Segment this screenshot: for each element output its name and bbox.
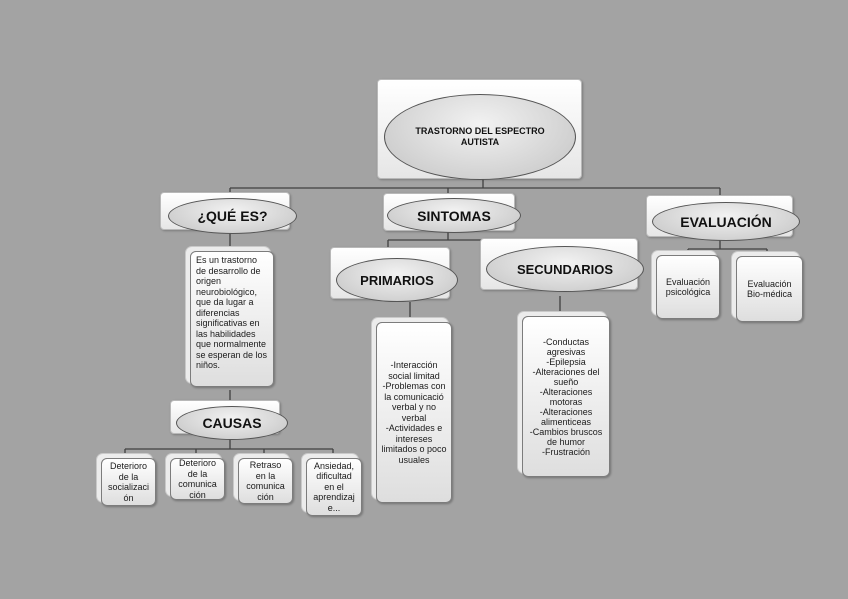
secundarios-heading: SECUNDARIOS — [516, 261, 614, 277]
causa-item-4: Ansiedad, dificultad en el aprendizaj e.… — [306, 458, 362, 516]
primario-item: -Interacción social limitad — [388, 360, 440, 381]
evaluacion-oval: EVALUACIÓN — [652, 202, 800, 241]
primario-item: -Problemas con la comunicació verbal y n… — [382, 381, 446, 423]
primarios-oval: PRIMARIOS — [336, 258, 458, 302]
sintomas-heading: SINTOMAS — [417, 207, 491, 224]
evaluacion-item-1: Evaluación psicológica — [656, 255, 720, 319]
evaluacion-heading: EVALUACIÓN — [680, 213, 772, 230]
que-es-definition: Es un trastorno de desarrollo de origen … — [190, 251, 274, 387]
que-es-oval: ¿QUÉ ES? — [168, 198, 297, 234]
causa-item-2: Deterioro de la comunica ción — [170, 458, 225, 500]
secundario-item: -Conductas agresivas — [542, 336, 590, 357]
sintomas-oval: SINTOMAS — [387, 198, 521, 233]
root-oval: TRASTORNO DEL ESPECTRO AUTISTA — [384, 94, 576, 180]
primario-item: -Actividades e intereses limitados o poc… — [381, 423, 447, 465]
root-title: TRASTORNO DEL ESPECTRO AUTISTA — [415, 126, 545, 147]
secundarios-items: -Conductas agresivas -Epilepsia -Alterac… — [526, 337, 606, 457]
secundario-item: -Epilepsia — [546, 356, 586, 367]
causa-item-1: Deterioro de la socializaci ón — [101, 458, 156, 506]
que-es-heading: ¿QUÉ ES? — [197, 208, 268, 224]
secundarios-list: -Conductas agresivas -Epilepsia -Alterac… — [522, 316, 610, 477]
primarios-list: -Interacción social limitad -Problemas c… — [376, 322, 452, 503]
secundario-item: -Alteraciones motoras — [539, 386, 593, 407]
causas-oval: CAUSAS — [176, 406, 288, 440]
causa-item-3: Retraso en la comunica ción — [238, 458, 293, 504]
secundario-item: -Cambios bruscos de humor — [529, 426, 603, 447]
evaluacion-item-2: Evaluación Bio-médica — [736, 256, 803, 322]
secundario-item: -Alteraciones del sueño — [532, 366, 600, 387]
primarios-items: -Interacción social limitad -Problemas c… — [380, 360, 448, 465]
secundario-item: -Alteraciones alimenticeas — [539, 406, 593, 427]
primarios-heading: PRIMARIOS — [360, 272, 434, 288]
definition-text: Es un trastorno de desarrollo de origen … — [196, 255, 268, 370]
causas-heading: CAUSAS — [202, 415, 262, 431]
secundarios-oval: SECUNDARIOS — [486, 246, 644, 292]
secundario-item: -Frustración — [541, 446, 590, 457]
